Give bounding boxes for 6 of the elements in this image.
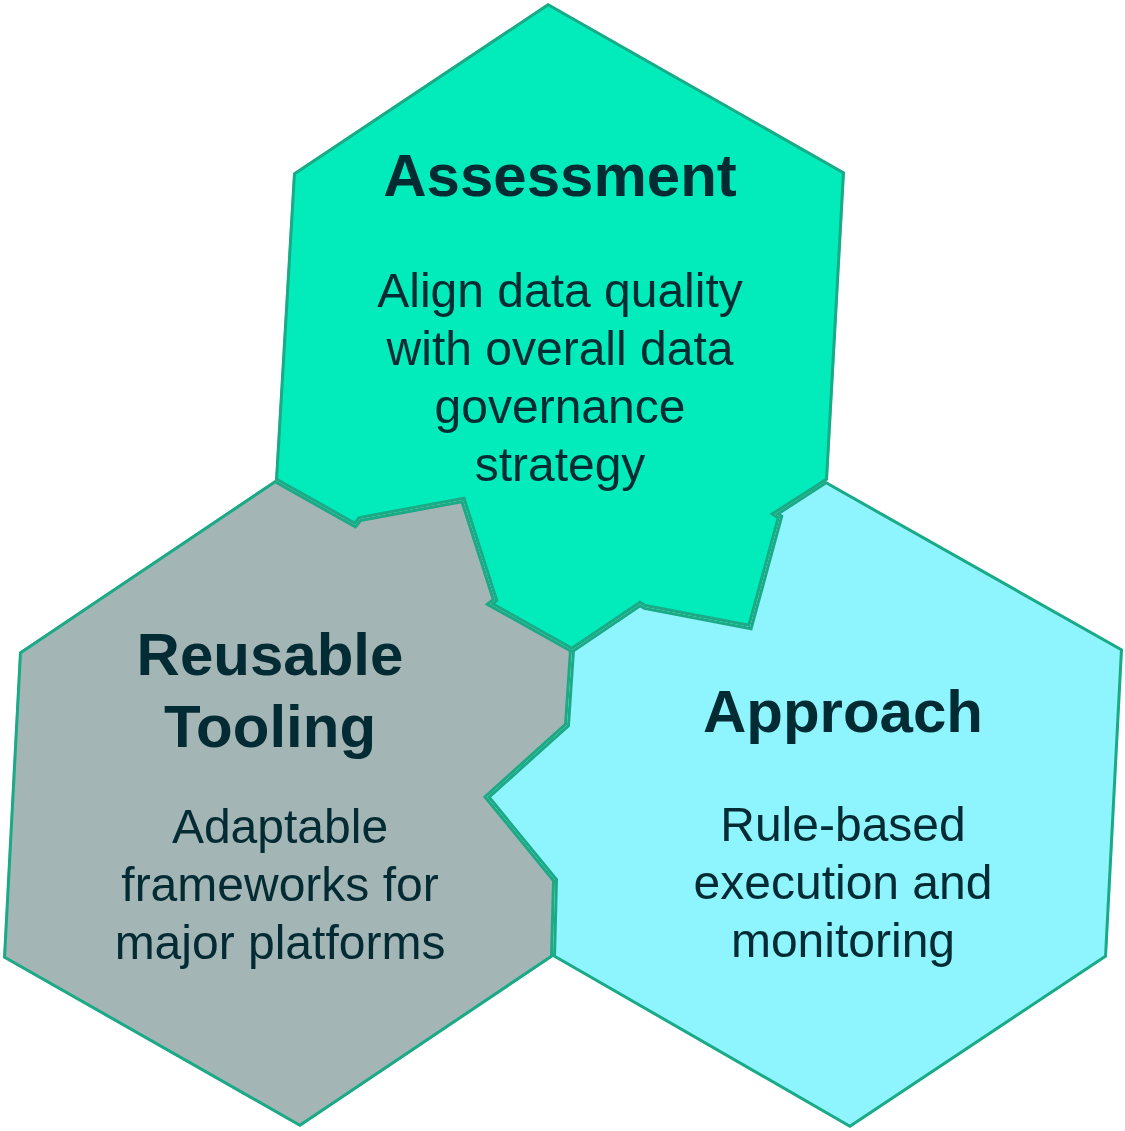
hexagon-title: Assessment: [383, 141, 737, 211]
hexagon-title: Reusable Tooling: [135, 620, 405, 762]
hexagon-description: Rule-based execution and monitoring: [692, 797, 994, 969]
hexagon-description: Adaptable frameworks for major platforms: [113, 799, 447, 971]
hexagon-description: Align data quality with overall data governance strategy: [376, 263, 744, 493]
hexagon-title: Approach: [703, 677, 983, 747]
